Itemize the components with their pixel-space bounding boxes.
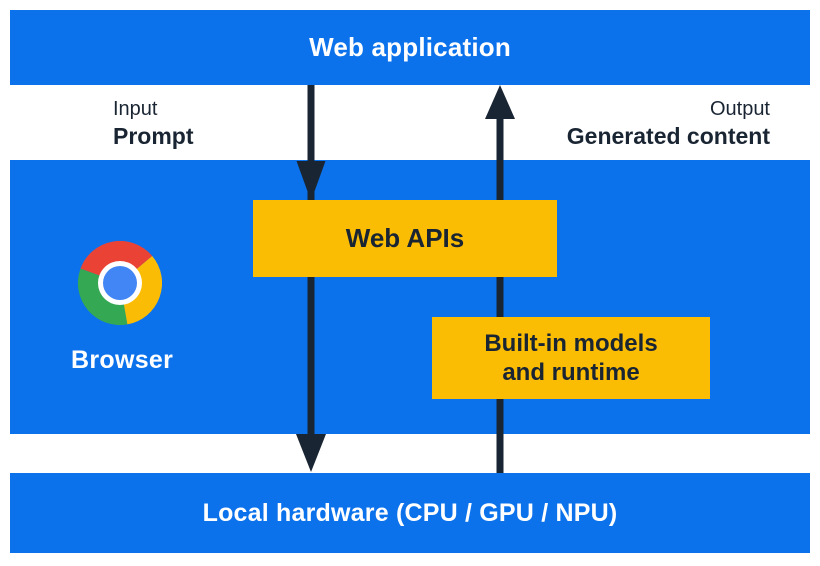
output-kicker: Output xyxy=(709,98,770,120)
web-apis-label: Web APIs xyxy=(345,223,465,253)
generated-content-label: Generated content xyxy=(566,123,770,149)
input-kicker: Input xyxy=(113,98,158,120)
prompt-label: Prompt xyxy=(113,123,194,149)
web-application-bar: Web application xyxy=(10,10,810,85)
chrome-logo-icon xyxy=(78,241,162,325)
input-prompt-label: Input Prompt xyxy=(113,96,194,150)
builtin-models-box: Built-in models and runtime xyxy=(432,317,710,399)
local-hardware-bar: Local hardware (CPU / GPU / NPU) xyxy=(10,473,810,553)
output-generated-label: Output Generated content xyxy=(567,96,770,150)
web-application-label: Web application xyxy=(309,32,511,62)
builtin-models-line2: and runtime xyxy=(502,359,640,386)
builtin-models-line1: Built-in models xyxy=(484,330,658,357)
local-hardware-label: Local hardware (CPU / GPU / NPU) xyxy=(202,498,618,527)
browser-label: Browser xyxy=(71,346,174,374)
web-apis-box: Web APIs xyxy=(253,200,557,277)
